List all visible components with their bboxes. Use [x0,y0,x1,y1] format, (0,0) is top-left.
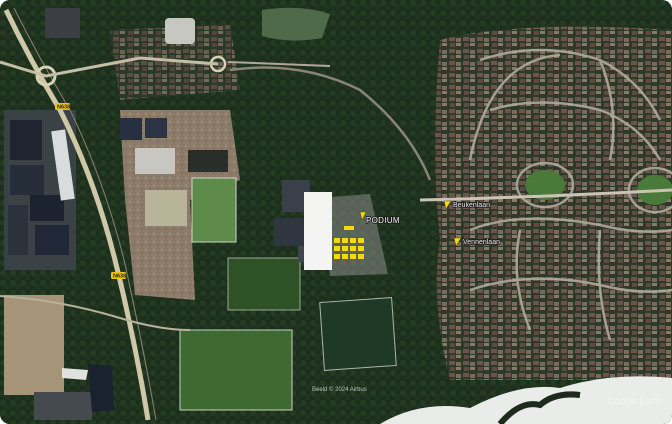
residential-top-left [110,25,240,100]
industrial-buildings [8,120,69,255]
dark-building-2 [145,118,167,138]
sports-field-2 [227,257,301,311]
school-building-2 [274,218,304,246]
top-water [262,7,330,41]
vennenlaan-marker[interactable]: Vennenlaan [453,237,501,247]
beukenlaan-marker[interactable]: Beukenlaan [443,200,491,210]
dark-pond [88,364,114,412]
sports-field-3 [179,329,293,411]
beukenlaan-label: Beukenlaan [453,202,490,209]
svg-text:N638: N638 [57,105,70,111]
white-patch [62,368,88,380]
dark-building-1 [120,118,142,140]
podium-white-block [304,192,332,270]
lake [380,376,672,424]
sports-field-1 [191,177,237,243]
main-road-east [419,188,672,202]
oval-park-1 [525,170,565,200]
road-badge-n638-top: N638 [55,103,70,111]
top-white-roof [165,18,195,44]
podium-yellow-units [334,226,364,259]
farmland [4,295,64,395]
podium-marker[interactable]: PODIUM [359,211,400,226]
white-roof-2 [135,148,175,174]
sports-field-4 [319,297,397,371]
white-strip [51,129,75,201]
highway-n638 [3,8,151,421]
road-badge-n638-bottom: N638 [111,272,126,280]
top-dark-building [45,8,80,38]
sand-field [145,190,187,226]
road-bottom-left [0,295,191,331]
park-road [229,66,432,181]
water-basin [188,150,228,172]
podium-label: PODIUM [366,216,400,225]
lake-shore [497,391,581,424]
roundabout-1 [35,65,57,87]
google-earth-watermark: Google Earth [608,396,661,406]
bottom-left-building [34,392,92,420]
residential-roads [468,48,672,341]
svg-text:N638: N638 [113,274,126,280]
imagery-attribution: Beeld © 2024 Airbus [312,386,367,393]
connector-road [227,61,331,67]
vennenlaan-label: Vennenlaan [463,239,500,246]
road-top [0,56,219,78]
